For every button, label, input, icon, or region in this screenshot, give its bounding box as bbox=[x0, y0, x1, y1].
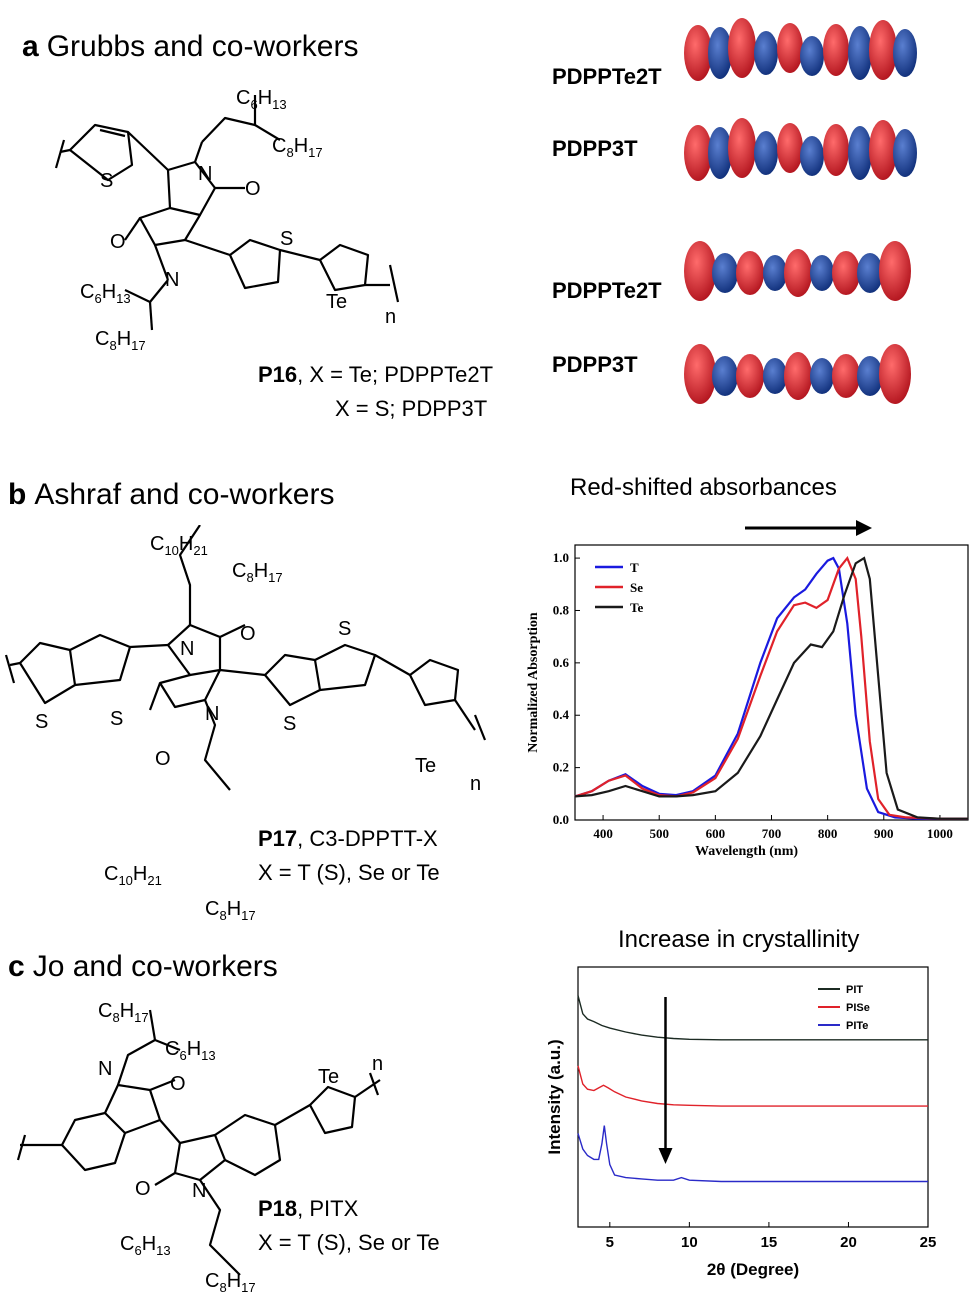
x-tick-label: 1000 bbox=[927, 826, 953, 841]
svg-text:Te: Te bbox=[318, 1066, 339, 1088]
plot-frame bbox=[577, 966, 929, 1228]
svg-text:N: N bbox=[192, 1180, 206, 1202]
svg-text:S: S bbox=[280, 228, 293, 250]
x-tick-label: 800 bbox=[818, 826, 838, 841]
svg-text:S: S bbox=[100, 170, 113, 192]
svg-text:O: O bbox=[155, 748, 171, 770]
orbital-label-4: PDPP3T bbox=[552, 352, 638, 377]
legend-label-PITe: PITe bbox=[846, 1020, 868, 1032]
molecular-orbital-renderings bbox=[684, 18, 917, 404]
x-tick-label: 400 bbox=[593, 826, 613, 841]
svg-text:S: S bbox=[35, 711, 48, 733]
svg-text:C8H17: C8H17 bbox=[205, 1270, 256, 1295]
p16-structure: S S N N O O Te n C6H13 C8H17 C6H13 C8H17 bbox=[54, 87, 400, 353]
redshift-arrow-head bbox=[856, 520, 872, 536]
x-tick-label: 15 bbox=[761, 1234, 778, 1251]
crystallinity-arrow-head bbox=[658, 1148, 673, 1164]
svg-text:Te: Te bbox=[326, 291, 347, 313]
svg-text:C8H17: C8H17 bbox=[98, 1000, 149, 1025]
svg-text:C10H21: C10H21 bbox=[104, 863, 162, 888]
absorbance-chart-title: Red-shifted absorbances bbox=[570, 474, 837, 501]
p17-caption-line1: P17, C3-DPPTT-X bbox=[258, 826, 438, 851]
p18-structure: N N O O Te n C8H17 C6H13 C6H13 C8H17 bbox=[16, 1000, 383, 1295]
p18-caption-line2: X = T (S), Se or Te bbox=[258, 1230, 440, 1255]
p18-caption-line1: P18, PITX bbox=[258, 1196, 359, 1221]
svg-text:N: N bbox=[180, 638, 194, 660]
series-line-Se bbox=[574, 555, 968, 820]
p17-caption-line2: X = T (S), Se or Te bbox=[258, 860, 440, 885]
x-tick-label: 10 bbox=[681, 1234, 698, 1251]
svg-text:C8H17: C8H17 bbox=[232, 560, 283, 585]
y-tick-label: 0.2 bbox=[553, 760, 569, 775]
svg-text:O: O bbox=[245, 178, 261, 200]
svg-text:N: N bbox=[98, 1058, 112, 1080]
y-tick-label: 0.4 bbox=[553, 707, 570, 722]
orbital-label-3: PDPPTe2T bbox=[552, 278, 662, 303]
x-tick-label: 25 bbox=[920, 1234, 937, 1251]
x-tick-label: 600 bbox=[706, 826, 726, 841]
orbital-label-1: PDPPTe2T bbox=[552, 64, 662, 89]
absorbance-chart: 400 500 600 700 800 900 1000 0.0 0.2 0.4 0.6 0.8 1.0… bbox=[526, 520, 969, 859]
series-line-PIT bbox=[577, 995, 928, 1041]
x-axis-label: Wavelength (nm) bbox=[695, 844, 798, 859]
y-axis-label: Intensity (a.u.) bbox=[545, 1039, 564, 1154]
legend-label-Se: Se bbox=[630, 580, 643, 595]
p16-caption-line1: P16, X = Te; PDPPTe2T bbox=[258, 362, 494, 387]
series-line-Te bbox=[574, 556, 968, 820]
svg-text:S: S bbox=[338, 618, 351, 640]
svg-text:n: n bbox=[372, 1053, 383, 1075]
svg-text:N: N bbox=[198, 163, 212, 185]
svg-text:Te: Te bbox=[415, 755, 436, 777]
x-tick-label: 20 bbox=[840, 1234, 857, 1251]
svg-text:n: n bbox=[385, 306, 396, 328]
svg-text:O: O bbox=[110, 231, 126, 253]
y-axis-label: Normalized Absorption bbox=[526, 612, 541, 753]
y-tick-label: 0.0 bbox=[553, 812, 569, 827]
xrd-chart-title: Increase in crystallinity bbox=[618, 926, 860, 953]
svg-text:C6H13: C6H13 bbox=[165, 1038, 216, 1063]
y-tick-label: 1.0 bbox=[553, 550, 569, 565]
svg-text:O: O bbox=[240, 623, 256, 645]
series-line-PITe bbox=[577, 1125, 928, 1183]
svg-text:S: S bbox=[110, 708, 123, 730]
series-line-T bbox=[574, 556, 968, 820]
xrd-chart: 5 10 15 20 25 2θ (Degree) Intensity (a.u.) PIT P… bbox=[545, 966, 937, 1279]
svg-text:S: S bbox=[283, 713, 296, 735]
legend-label-Te: Te bbox=[630, 600, 643, 615]
orbital-label-2: PDPP3T bbox=[552, 136, 638, 161]
x-tick-label: 5 bbox=[606, 1234, 614, 1251]
x-tick-label: 500 bbox=[649, 826, 669, 841]
x-tick-label: 900 bbox=[874, 826, 894, 841]
series-line-PISe bbox=[577, 1065, 928, 1107]
svg-text:n: n bbox=[470, 773, 481, 795]
p17-structure: S S S S N N O O Te n C10H21 C8H17 C10H21… bbox=[4, 525, 487, 923]
svg-text:C6H13: C6H13 bbox=[120, 1233, 171, 1258]
svg-text:C8H17: C8H17 bbox=[205, 898, 256, 923]
svg-text:C10H21: C10H21 bbox=[150, 533, 208, 558]
svg-text:N: N bbox=[165, 269, 179, 291]
svg-text:C8H17: C8H17 bbox=[95, 328, 146, 353]
x-tick-label: 700 bbox=[762, 826, 782, 841]
legend-label-T: T bbox=[630, 560, 639, 575]
svg-text:O: O bbox=[170, 1073, 186, 1095]
svg-text:C6H13: C6H13 bbox=[236, 87, 287, 112]
svg-text:O: O bbox=[135, 1178, 151, 1200]
svg-text:N: N bbox=[205, 703, 219, 725]
svg-text:C8H17: C8H17 bbox=[272, 135, 323, 160]
legend-label-PIT: PIT bbox=[846, 984, 863, 996]
x-axis-label: 2θ (Degree) bbox=[707, 1260, 799, 1279]
y-tick-label: 0.8 bbox=[553, 602, 570, 617]
p16-caption-line2: X = S; PDPP3T bbox=[335, 396, 488, 421]
legend-label-PISe: PISe bbox=[846, 1002, 870, 1014]
svg-text:C6H13: C6H13 bbox=[80, 281, 131, 306]
y-tick-label: 0.6 bbox=[553, 655, 570, 670]
